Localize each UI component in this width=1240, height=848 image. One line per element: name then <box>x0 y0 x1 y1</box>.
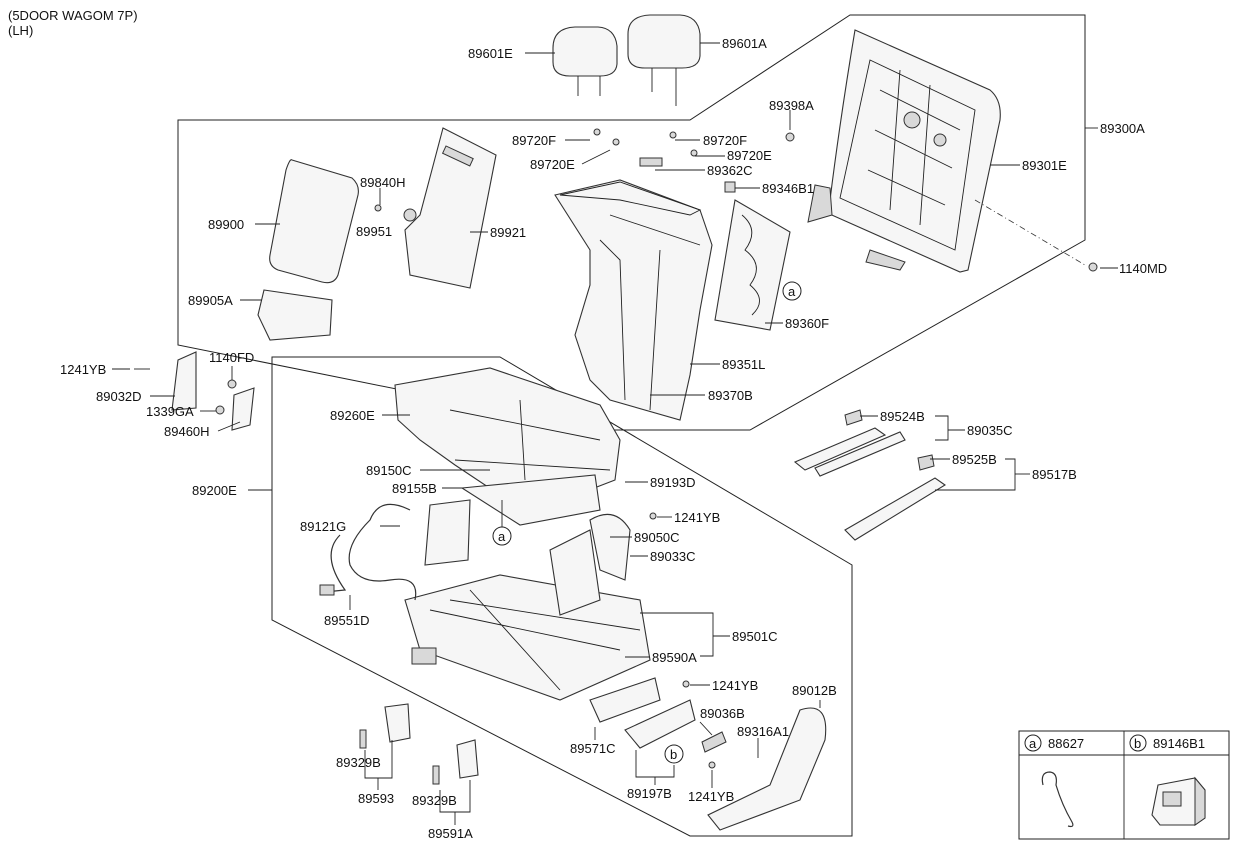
label-89951: 89951 <box>356 224 392 239</box>
label-89316A1: 89316A1 <box>737 724 789 739</box>
label-1241YB-b: 1241YB <box>674 510 720 525</box>
label-89036B: 89036B <box>700 706 745 721</box>
legend-box: a 88627 b 89146B1 <box>1018 730 1230 840</box>
label-89593: 89593 <box>358 791 394 806</box>
label-89601A: 89601A <box>722 36 767 51</box>
label-89601E: 89601E <box>468 46 513 61</box>
label-89197B: 89197B <box>627 786 672 801</box>
label-89155B: 89155B <box>392 481 437 496</box>
label-89346B1: 89346B1 <box>762 181 814 196</box>
legend-b: b 89146B1 <box>1129 734 1206 826</box>
cushion-group-box <box>271 356 853 837</box>
legend-b-part: 89146B1 <box>1153 736 1205 751</box>
legend-a: a 88627 <box>1024 734 1084 828</box>
callout-a-top: a <box>782 281 802 301</box>
knob-89036B <box>701 731 727 753</box>
header-model: (5DOOR WAGOM 7P) <box>8 8 138 23</box>
assembly-centerline <box>974 199 1086 266</box>
label-1241YB-c: 1241YB <box>712 678 758 693</box>
label-89360F: 89360F <box>785 316 829 331</box>
shield-89012B <box>707 707 827 831</box>
label-89525B: 89525B <box>952 452 997 467</box>
label-89720F-left: 89720F <box>512 133 556 148</box>
label-89329B-left: 89329B <box>336 755 381 770</box>
label-89720E-right: 89720E <box>727 148 772 163</box>
label-89720F-right: 89720F <box>703 133 747 148</box>
seat-bracket-89050C <box>424 499 471 566</box>
switch-connector-icon <box>1151 776 1206 826</box>
label-89590A: 89590A <box>652 650 697 665</box>
legend-a-part: 88627 <box>1048 736 1084 751</box>
bolt-markers <box>374 128 1098 769</box>
svg-text:b: b <box>1134 736 1141 751</box>
seatback-group-box <box>177 14 1086 431</box>
label-89571C: 89571C <box>570 741 616 756</box>
callout-a-cushion: a <box>492 500 512 546</box>
label-89840H: 89840H <box>360 175 406 190</box>
label-89260E: 89260E <box>330 408 375 423</box>
label-89193D: 89193D <box>650 475 696 490</box>
side-cover-89571C <box>589 677 661 723</box>
rail-89035C <box>793 409 906 477</box>
label-89301E: 89301E <box>1022 158 1067 173</box>
label-89900: 89900 <box>208 217 244 232</box>
label-89329B-right: 89329B <box>412 793 457 808</box>
seatback-frame-89301E <box>807 29 1001 273</box>
label-1339GA: 1339GA <box>146 404 194 419</box>
part-labels: 89601E 89601A 89398A 89300A 89720F 89720… <box>60 36 1167 841</box>
wiring-harness-89121G <box>319 503 417 601</box>
label-89905A: 89905A <box>188 293 233 308</box>
label-89370B: 89370B <box>708 388 753 403</box>
seatback-panel-89360F <box>714 199 791 331</box>
label-89200E: 89200E <box>192 483 237 498</box>
latch-cover-89593 <box>359 703 411 749</box>
label-89460H: 89460H <box>164 424 210 439</box>
header-side: (LH) <box>8 23 33 38</box>
label-1140FD: 1140FD <box>209 350 254 365</box>
label-89035C: 89035C <box>967 423 1013 438</box>
svg-text:a: a <box>788 284 796 299</box>
seatback-cushion-89370B <box>554 179 713 421</box>
label-89501C: 89501C <box>732 629 778 644</box>
latch-cover-89591A <box>432 739 479 785</box>
armrest-89900 <box>269 159 359 284</box>
hinge-bracket-89032D <box>134 351 255 431</box>
armrest-bracket-89921 <box>403 127 497 289</box>
leader-lines <box>112 42 1118 825</box>
label-1241YB-d: 1241YB <box>688 789 734 804</box>
svg-text:a: a <box>1029 736 1037 751</box>
label-89150C: 89150C <box>366 463 412 478</box>
rail-89517B <box>844 454 947 541</box>
label-89517B: 89517B <box>1032 467 1077 482</box>
label-89050C: 89050C <box>634 530 680 545</box>
label-89921: 89921 <box>490 225 526 240</box>
label-1241YB-a: 1241YB <box>60 362 106 377</box>
armrest-cover-89905A <box>257 289 333 341</box>
label-89362C: 89362C <box>707 163 753 178</box>
label-89032D: 89032D <box>96 389 142 404</box>
seat-motor <box>411 647 437 665</box>
headrest-89601A <box>627 14 701 106</box>
label-89591A: 89591A <box>428 826 473 841</box>
label-89351L: 89351L <box>722 357 765 372</box>
label-89033C: 89033C <box>650 549 696 564</box>
label-89300A: 89300A <box>1100 121 1145 136</box>
svg-text:a: a <box>498 529 506 544</box>
label-89012B: 89012B <box>792 683 837 698</box>
seat-pad-89155B <box>460 474 601 526</box>
label-89551D: 89551D <box>324 613 370 628</box>
side-cover-89197B <box>624 699 696 749</box>
label-89720E-left: 89720E <box>530 157 575 172</box>
headrest-89601E <box>552 26 618 96</box>
label-89121G: 89121G <box>300 519 346 534</box>
hook-clip-icon <box>1041 771 1074 828</box>
label-1140MD: 1140MD <box>1119 261 1167 276</box>
label-89524B: 89524B <box>880 409 925 424</box>
callout-b: b <box>664 744 684 764</box>
seat-cushion-89260E <box>394 367 621 506</box>
label-89398A: 89398A <box>769 98 814 113</box>
svg-text:b: b <box>670 747 677 762</box>
